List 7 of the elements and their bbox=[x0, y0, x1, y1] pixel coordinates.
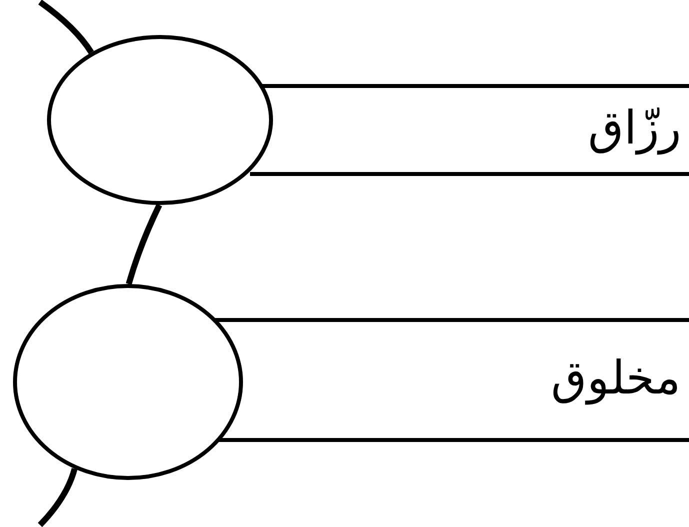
label-text: رزّاق bbox=[588, 100, 681, 154]
label-text: مخلوق bbox=[551, 350, 681, 404]
label-band bbox=[273, 84, 689, 176]
connector-line bbox=[38, 468, 78, 527]
connector-line bbox=[126, 204, 162, 285]
connector-line bbox=[38, 0, 94, 54]
label-band bbox=[243, 318, 689, 442]
